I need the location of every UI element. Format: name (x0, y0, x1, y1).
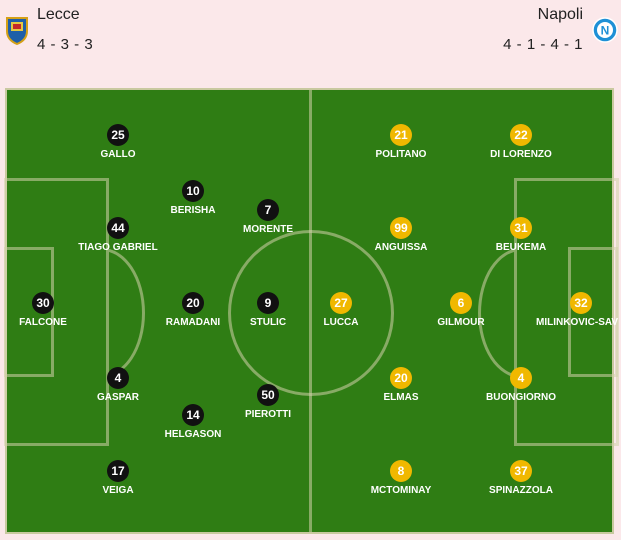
player-number-badge: 22 (510, 124, 532, 146)
player-name: BEUKEMA (495, 242, 547, 253)
player-name: MILINKOVIC-SAV (536, 317, 619, 328)
lecce-crest-icon (6, 17, 28, 45)
player-number-badge: 6 (450, 292, 472, 314)
player-number-badge: 4 (510, 367, 532, 389)
player-number-badge: 8 (390, 460, 412, 482)
player-number-badge: 25 (107, 124, 129, 146)
player-name: GILMOUR (437, 317, 485, 328)
player-name: ANGUISSA (374, 242, 428, 253)
player-number-badge: 7 (257, 199, 279, 221)
player-name: BERISHA (170, 205, 216, 216)
player-name: HELGASON (164, 429, 222, 440)
player-name: FALCONE (19, 317, 67, 328)
player-name: GALLO (100, 149, 136, 160)
player-name: STULIC (249, 317, 287, 328)
svg-text:N: N (601, 24, 610, 38)
player-name: LUCCA (323, 317, 359, 328)
away-team-name: Napoli (537, 6, 583, 23)
home-goal-area (4, 247, 54, 377)
player-number-badge: 4 (107, 367, 129, 389)
player-number-badge: 20 (182, 292, 204, 314)
player-name: RAMADANI (165, 317, 221, 328)
player-name: SPINAZZOLA (489, 485, 553, 496)
napoli-crest-icon: N (592, 17, 618, 43)
center-circle (228, 230, 394, 396)
player-number-badge: 99 (390, 217, 412, 239)
player-name: GASPAR (96, 392, 140, 403)
player-name: MORENTE (243, 224, 293, 235)
player-name: MCTOMINAY (370, 485, 432, 496)
player-number-badge: 14 (182, 404, 204, 426)
player-number-badge: 30 (32, 292, 54, 314)
player-number-badge: 32 (570, 292, 592, 314)
player-number-badge: 27 (330, 292, 352, 314)
player-number-badge: 20 (390, 367, 412, 389)
player-number-badge: 44 (107, 217, 129, 239)
player-number-badge: 9 (257, 292, 279, 314)
player-name: BUONGIORNO (486, 392, 556, 403)
player-number-badge: 10 (182, 180, 204, 202)
lineup-header: Lecce 4 - 3 - 3 Napoli 4 - 1 - 4 - 1 N (0, 0, 621, 86)
football-pitch (4, 88, 619, 534)
player-number-badge: 37 (510, 460, 532, 482)
away-goal-area (568, 247, 618, 377)
player-name: POLITANO (375, 149, 427, 160)
player-name: DI LORENZO (490, 149, 552, 160)
home-team-name: Lecce (37, 6, 80, 23)
player-name: TIAGO GABRIEL (78, 242, 158, 253)
player-number-badge: 50 (257, 384, 279, 406)
away-formation: 4 - 1 - 4 - 1 (503, 36, 583, 53)
player-number-badge: 17 (107, 460, 129, 482)
home-formation: 4 - 3 - 3 (37, 36, 94, 53)
player-name: VEIGA (102, 485, 134, 496)
player-name: ELMAS (383, 392, 419, 403)
player-name: PIEROTTI (244, 409, 292, 420)
player-number-badge: 21 (390, 124, 412, 146)
player-number-badge: 31 (510, 217, 532, 239)
